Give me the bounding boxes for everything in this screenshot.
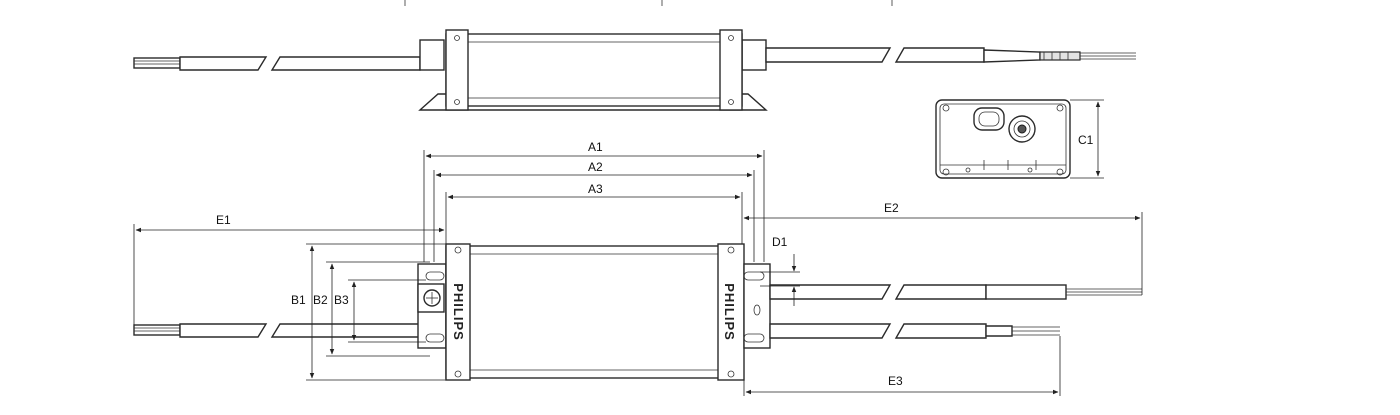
- end-view-housing: [935, 99, 1071, 179]
- dim-label-a3: A3: [588, 182, 603, 196]
- dim-label-a1: A1: [588, 140, 603, 154]
- dim-label-a2: A2: [588, 160, 603, 174]
- dimension-lines: A1 A2 A3 E1 E2 E3 D1 B1: [133, 140, 1143, 396]
- side-view: [133, 29, 1136, 111]
- top-left-cable: [133, 323, 421, 338]
- brand-label-left: PHILIPS: [451, 283, 466, 341]
- side-left-end-cap: [445, 29, 469, 111]
- side-left-gland: [419, 39, 445, 71]
- dim-label-e2: E2: [884, 201, 899, 215]
- brand-label-right: PHILIPS: [722, 283, 737, 341]
- end-view: C1: [935, 99, 1104, 179]
- dim-label-e1: E1: [216, 213, 231, 227]
- end-view-rect-gland: [973, 107, 1005, 131]
- dim-label-b3: B3: [334, 293, 349, 307]
- dim-label-b2: B2: [313, 293, 328, 307]
- dim-label-d1: D1: [772, 235, 788, 249]
- top-right-end-cap: [717, 243, 745, 381]
- top-view: PHILIPS PHILIPS: [133, 243, 1142, 381]
- dim-label-b1: B1: [291, 293, 306, 307]
- top-right-flange: [743, 263, 771, 349]
- top-border-ticks: [404, 0, 893, 6]
- side-left-cable: [133, 56, 421, 71]
- side-main-body: [445, 33, 743, 107]
- top-left-end-cap: [445, 243, 471, 381]
- top-main-body: [445, 245, 743, 379]
- side-right-cable: [765, 47, 1136, 63]
- side-right-end-cap: [719, 29, 743, 111]
- top-right-cable-upper: [769, 284, 1142, 300]
- dim-label-c1: C1: [1078, 133, 1094, 147]
- top-right-cable-lower: [769, 323, 1060, 339]
- dim-label-e3: E3: [888, 374, 903, 388]
- side-right-gland: [741, 39, 767, 71]
